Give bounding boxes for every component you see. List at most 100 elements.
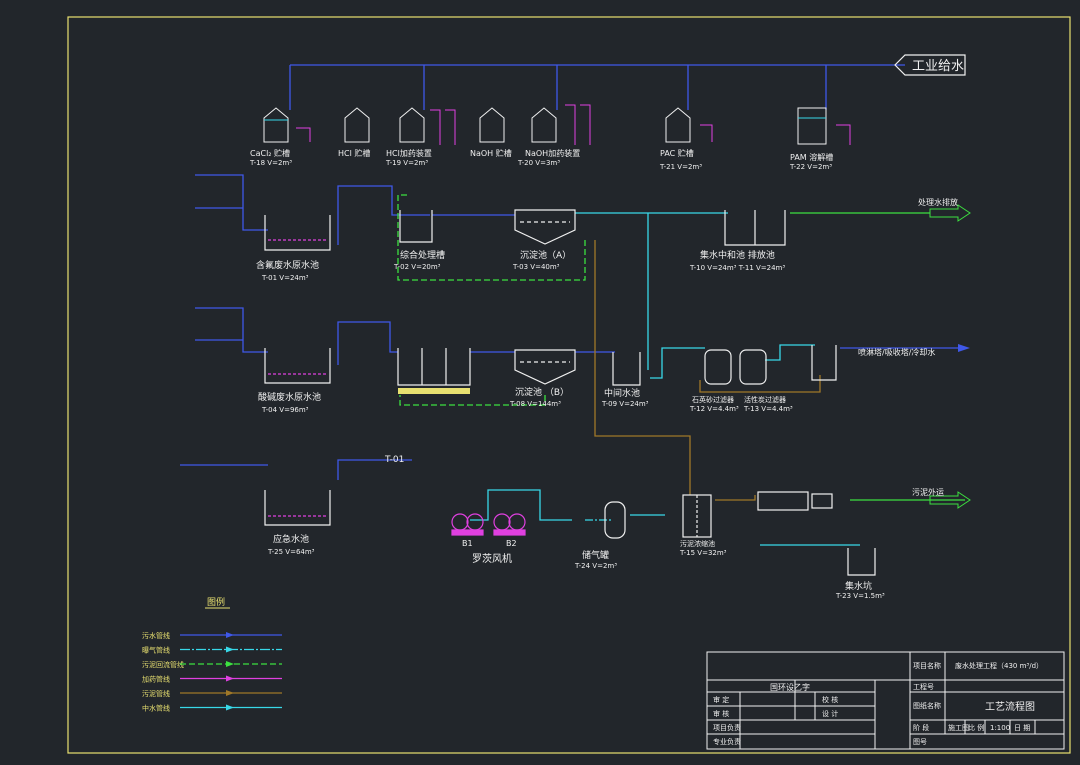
t20-spec: T-20 V=3m³ [517,159,560,167]
t19-spec: T-19 V=2m³ [385,159,428,167]
sheet-label: 图号 [913,738,927,746]
sludge-outlet-label: 污泥外运 [912,487,944,497]
tank-naoh: NaOH 贮槽 [470,107,512,158]
scale-label: 比 例 [968,723,984,732]
tank-hcl: HCl 贮槽 [338,107,370,158]
sludge-line-main [594,240,691,495]
blower-label: 罗茨风机 [472,552,512,565]
treated-outlet-arrow [929,204,971,222]
legend-item-label: 中水管线 [142,704,170,713]
filter-t13: 活性炭过滤器 T-13 V=4.4m³ [739,349,793,413]
title-block-cell: 校 核 [822,695,838,704]
air-line-blowers [470,489,572,521]
reuse-outlet-arrow [958,344,970,352]
legend-item-arrow [226,690,234,696]
title-block-cell: 审 核 [713,709,729,718]
t03-name: 沉淀池（A） [520,249,571,261]
tank-t22: PAM 溶解槽 T-22 V=2m³ [789,107,851,171]
tank-t08: 沉淀池 （B） T-08 V=144m³ [509,349,576,408]
t01-name: 含氟废水原水池 [256,259,319,271]
title-block-cell: 项目负责 [713,723,741,732]
sludge-line-press [715,495,756,501]
roots-blowers: B1 B2 罗茨风机 [451,513,526,565]
t21-name: PAC 贮槽 [660,148,694,158]
t10-spec: T-10 V=24m³ T-11 V=24m³ [689,264,785,272]
legend-item-label: 污泥管线 [142,689,170,698]
t09-name: 中间水池 [604,387,640,399]
reuse-outlet-label: 喷淋塔/吸收塔/冷却水 [858,347,935,357]
sludge-return-line-b [399,395,545,406]
t12-name: 石英砂过滤器 [692,395,734,404]
fluoride-inflow-line [195,174,268,231]
tank-t23: 集水坑 T-23 V=1.5m³ [835,548,885,600]
tank-t10: 集水中和池 排放池 T-10 V=24m³ T-11 V=24m³ [689,210,786,272]
legend-item-arrow [226,661,234,667]
supply-arrow [894,54,966,76]
naoh-name: NaOH 贮槽 [470,148,512,158]
sludge-outlet-arrow [929,491,971,509]
t20-name: NaOH加药装置 [525,148,580,158]
t15-spec: T-15 V=32m³ [679,549,727,557]
legend-item-arrow [226,704,234,711]
stage-value: 施工图 [948,723,969,732]
acid-inflow-line [195,307,268,353]
tank-t18: CaCl₂ 贮槽 T-18 V=2m³ [249,107,311,167]
process-tanks: 含氟废水原水池 T-01 V=24m³ 综合处理槽 T-02 V=20m³ 沉淀… [256,209,885,600]
project-label: 项目名称 [913,661,941,670]
treated-outlet-label: 处理水排放 [918,197,958,207]
t22-name: PAM 溶解槽 [790,152,833,162]
to-t01-label: T-01 [384,455,404,465]
b1-label: B1 [462,539,473,548]
tank-t25: 应急水池 T-25 V=64m³ [264,490,331,556]
title-block-cell: 审 定 [713,695,729,704]
drawing-name-label: 图纸名称 [913,701,941,710]
t04-to-t05-line [337,321,398,365]
legend-item-label: 加药管线 [142,675,170,684]
date-label: 日 期 [1014,724,1030,732]
t13-name: 活性炭过滤器 [744,395,786,404]
company-name: 国环设乙字 [770,682,810,692]
tanks-t05-t07 [397,348,471,394]
t10-name: 集水中和池 排放池 [700,249,775,261]
t04-name: 酸碱废水原水池 [258,391,321,403]
tank-t09: 中间水池 T-09 V=24m³ [601,352,649,408]
legend-item-arrow [226,675,234,682]
title-block-cell: 专业负责 [713,737,741,746]
title-block: 项目名称 废水处理工程（430 m³/d） 工程号 图纸名称 工艺流程图 国环设… [706,651,1065,750]
blower-b2: B2 [493,513,526,548]
tank-t02: 综合处理槽 T-02 V=20m³ [393,210,445,271]
t21-spec: T-21 V=2m³ [659,163,702,171]
tank-t03: 沉淀池（A） T-03 V=40m³ [512,209,576,271]
stage-label: 阶 段 [913,723,929,732]
tank-t21: PAC 贮槽 T-21 V=2m³ [659,107,713,171]
legend-item-label: 污泥回流管线 [142,660,184,669]
t25-spec: T-25 V=64m³ [267,548,315,556]
t09-spec: T-09 V=24m³ [601,400,649,408]
pipelines [180,64,965,546]
legend-item-arrow [226,632,234,638]
tank-t16 [811,345,837,381]
t25-name: 应急水池 [273,533,309,545]
b2-label: B2 [506,539,517,548]
t18-name: CaCl₂ 贮槽 [250,148,290,158]
tank-t19: HCl加药装置 T-19 V=2m³ [385,107,456,167]
t12-spec: T-12 V=4.4m³ [689,405,739,413]
tank-t15: 污泥浓缩池 T-15 V=32m³ [679,494,727,557]
legend-title: 图例 [207,596,225,608]
dosing-tanks: CaCl₂ 贮槽 T-18 V=2m³ HCl 贮槽 HCl加药装置 T-19 … [249,104,851,171]
t02-name: 综合处理槽 [400,249,445,261]
supply-label: 工业给水 [912,59,964,74]
filter-backwash-line [699,375,821,393]
drawing-border [67,16,1071,754]
title-block-rows: 审 定校 核审 核设 计项目负责专业负责 [713,695,838,746]
sludge-return-line-a [397,194,586,281]
t08-spec: T-08 V=144m³ [509,400,561,408]
tank-t24: 储气罐 T-24 V=2m³ [574,501,626,570]
t02-spec: T-02 V=20m³ [393,263,441,271]
legend-item-arrow [226,646,234,653]
outlet-arrows: 工业给水 处理水排放 喷淋塔/吸收塔/冷却水 污泥外运 T-01 [384,54,971,509]
t01-to-t02-line [337,185,430,245]
t24-spec: T-24 V=2m³ [574,562,617,570]
